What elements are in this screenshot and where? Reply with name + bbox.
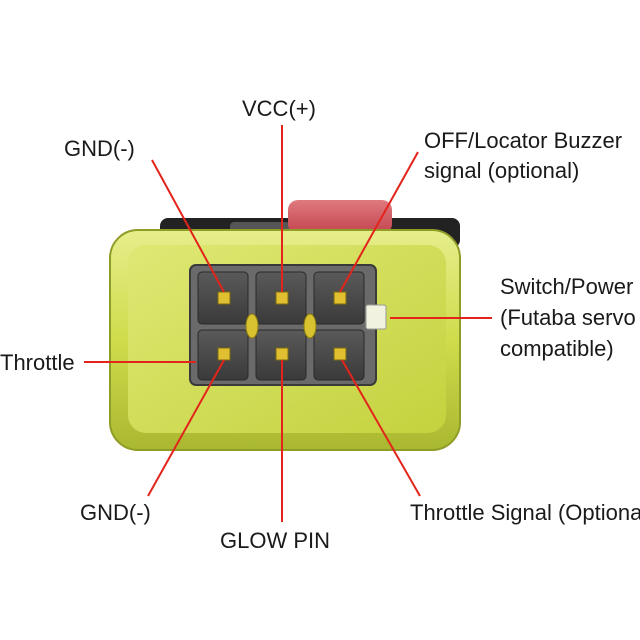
label-off-locator-line2: signal (optional) bbox=[424, 158, 580, 183]
callout-throttle-signal bbox=[341, 359, 421, 497]
label-gnd-bottom: GND(-) bbox=[80, 500, 151, 525]
label-glow-pin: GLOW PIN bbox=[220, 528, 331, 553]
label-switch-line2: (Futaba servo bbox=[500, 305, 636, 330]
label-vcc: VCC(+) bbox=[242, 96, 316, 121]
pin-gnd-top bbox=[217, 291, 231, 305]
label-off-locator-line1: OFF/Locator Buzzer bbox=[424, 128, 623, 153]
callout-lines bbox=[84, 125, 492, 522]
pin-glow bbox=[275, 347, 289, 361]
key-oval-right bbox=[303, 313, 317, 339]
label-throttle-signal: Throttle Signal (Optional) bbox=[410, 500, 640, 525]
label-switch-line1: Switch/Power bbox=[500, 274, 634, 299]
label-switch-line3: compatible) bbox=[500, 336, 614, 361]
pins bbox=[217, 291, 347, 361]
callout-gnd-bottom bbox=[147, 359, 225, 497]
pin-off-locator bbox=[333, 291, 347, 305]
label-gnd-top: GND(-) bbox=[64, 136, 135, 161]
pin-throttle-signal bbox=[333, 347, 347, 361]
red-cap bbox=[288, 200, 392, 234]
label-throttle: Throttle bbox=[0, 350, 75, 375]
pin-vcc bbox=[275, 291, 289, 305]
key-oval-left bbox=[245, 313, 259, 339]
callout-off-locator bbox=[339, 151, 419, 293]
pin-gnd-bottom bbox=[217, 347, 231, 361]
connector-side-tab bbox=[365, 304, 387, 330]
callout-gnd-top bbox=[151, 159, 225, 293]
